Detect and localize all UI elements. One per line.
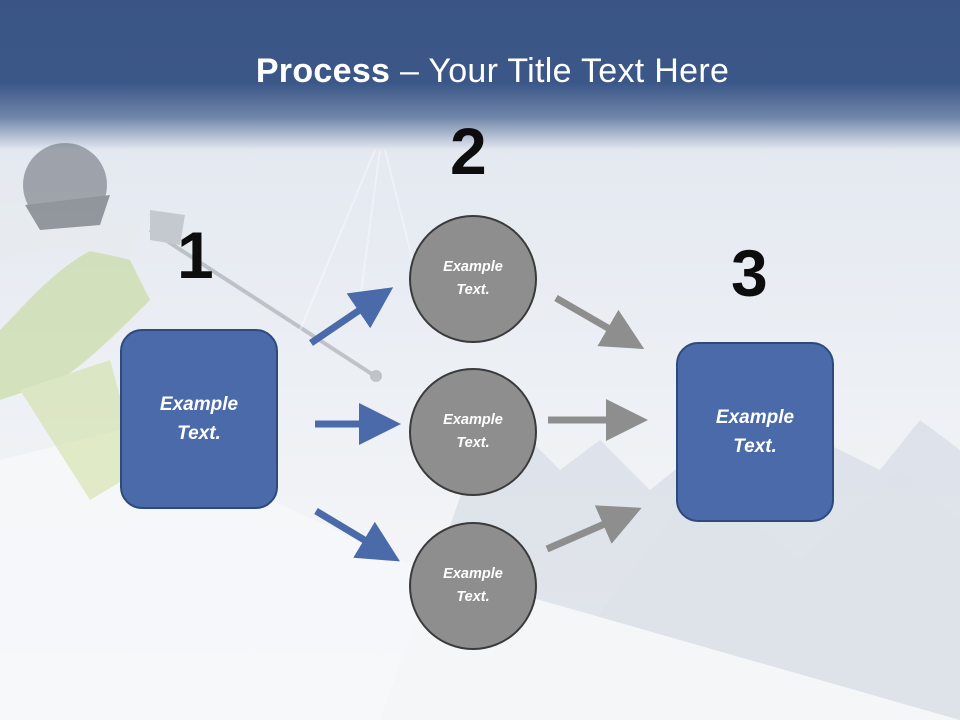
step-3-box-line1: Example [715,407,795,428]
step-number-1: 1 [177,218,214,292]
arrow-box1-to-circle-top [309,287,394,346]
slide-title-rest: – Your Title Text Here [390,52,730,90]
circle-bottom-line2: Text. [456,589,490,605]
step-2-circle-bottom[interactable]: Example Text. [409,522,537,650]
circle-top-line2: Text. [456,282,490,298]
step-number-3: 3 [731,236,768,310]
step-number-2: 2 [450,114,487,188]
title-bar [0,0,960,150]
step-3-box-line2: Text. [733,436,777,457]
circle-middle-text: Example Text. [443,409,503,455]
step-1-box[interactable]: Example Text. [120,329,278,509]
step-3-box[interactable]: Example Text. [676,342,834,522]
circle-middle-line1: Example [443,412,503,428]
slide-title: Process – Your Title Text Here [0,52,960,91]
arrow-box1-to-circle-bottom [314,507,401,562]
step-1-box-line2: Text. [177,423,221,444]
circle-middle-line2: Text. [456,435,490,451]
step-1-box-line1: Example [159,394,239,415]
slide-title-bold: Process [255,52,391,90]
circle-bottom-text: Example Text. [443,563,503,609]
circle-top-line1: Example [443,259,503,275]
step-3-box-text: Example Text. [716,403,794,461]
step-2-circle-middle[interactable]: Example Text. [409,368,537,496]
step-1-box-text: Example Text. [160,390,238,448]
step-2-circle-top[interactable]: Example Text. [409,215,537,343]
circle-bottom-line1: Example [443,566,503,582]
circle-top-text: Example Text. [443,256,503,302]
arrow-circle-top-to-box3 [554,294,645,350]
arrow-circle-bottom-to-box3 [545,505,642,553]
